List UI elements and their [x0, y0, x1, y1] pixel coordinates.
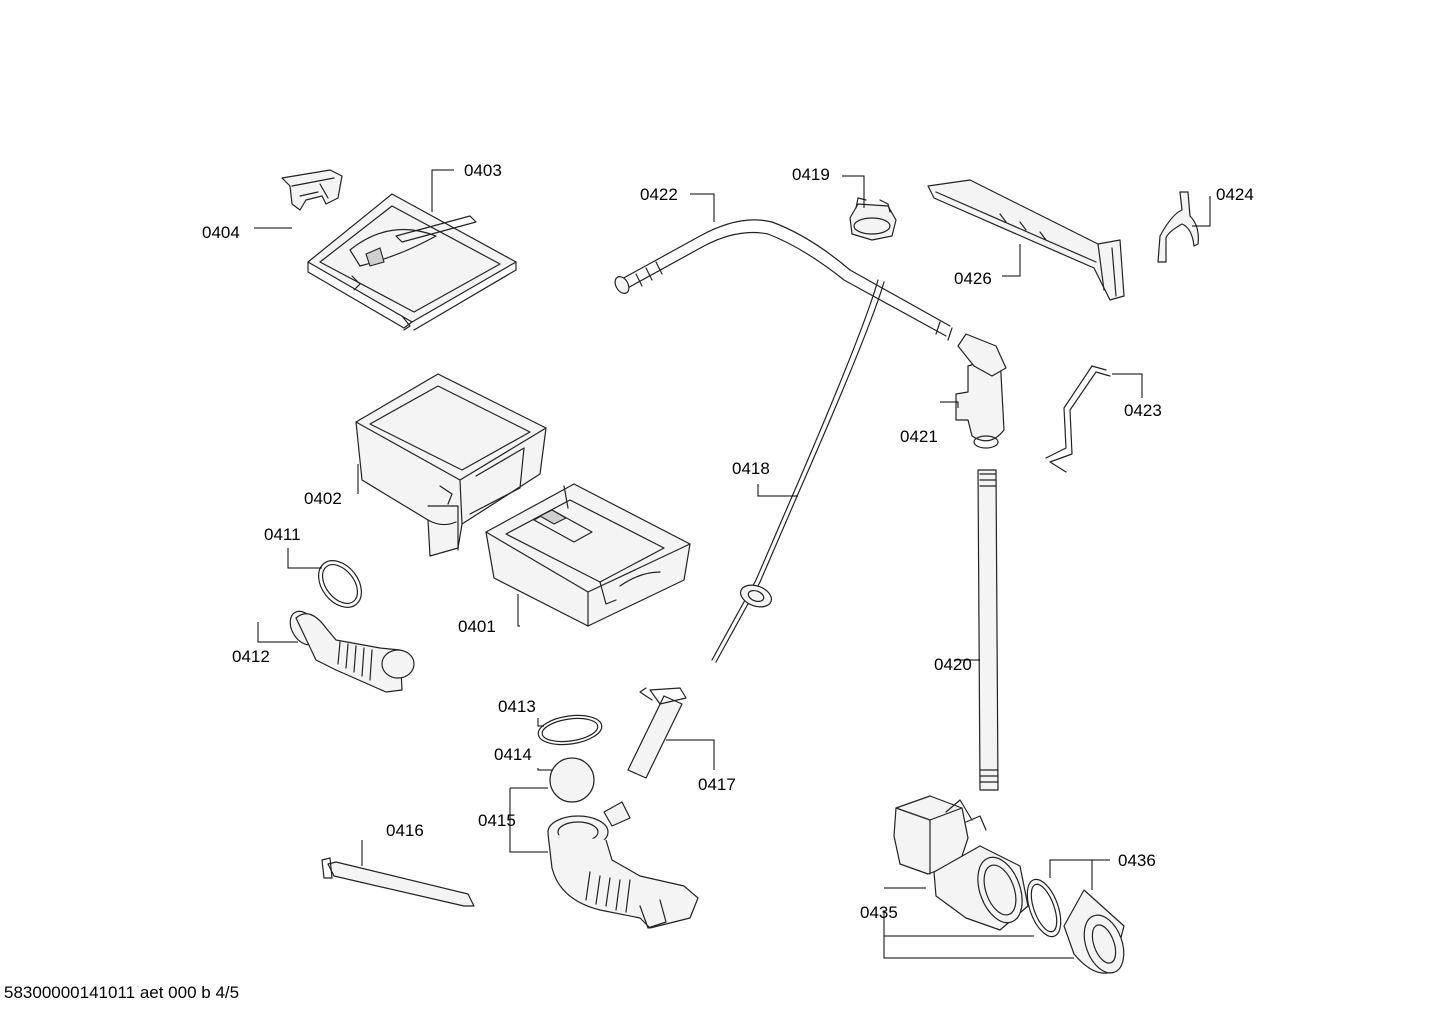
- part-0418-pressure-tube: [711, 279, 885, 663]
- part-0404-clip: [281, 169, 343, 211]
- label-0417: 0417: [698, 775, 736, 794]
- part-0416-hose: [321, 857, 475, 907]
- part-0413-seal-ring: [537, 714, 603, 746]
- part-0412-bellows-hose: [289, 610, 415, 693]
- label-0416: 0416: [386, 821, 424, 840]
- label-0435: 0435: [860, 903, 898, 922]
- part-0419-cap: [849, 197, 897, 241]
- part-0403-dispenser-frame: [307, 193, 517, 331]
- label-0411: 0411: [264, 525, 301, 544]
- leader-lines: [254, 169, 1211, 959]
- label-0423: 0423: [1124, 401, 1162, 420]
- part-0414-ball: [549, 757, 595, 803]
- label-0426: 0426: [954, 269, 992, 288]
- label-0414: 0414: [494, 745, 532, 764]
- part-0417-sensor: [627, 687, 687, 779]
- part-0421-air-chamber: [955, 333, 1007, 449]
- part-0402-dispenser-housing: [355, 373, 547, 557]
- document-reference-footer: 58300000141011 aet 000 b 4/5: [4, 983, 239, 1002]
- label-0413: 0413: [498, 697, 536, 716]
- label-0415: 0415: [478, 811, 516, 830]
- part-0423-bent-rod: [1045, 365, 1111, 473]
- label-0404: 0404: [202, 223, 240, 242]
- label-0402: 0402: [304, 489, 342, 508]
- label-0401: 0401: [458, 617, 496, 636]
- part-0401-detergent-drawer: [485, 483, 691, 627]
- label-0403: 0403: [464, 161, 502, 180]
- part-0426-rail: [927, 179, 1125, 301]
- label-0424: 0424: [1216, 185, 1254, 204]
- label-0419: 0419: [792, 165, 830, 184]
- label-0420: 0420: [934, 655, 972, 674]
- part-0424-fork-clip: [1157, 191, 1199, 263]
- part-labels: 0403 0404 0402 0411 0412 0401 0413 0414 …: [202, 161, 1254, 922]
- part-0436-seal-and-filter: [1026, 878, 1125, 974]
- label-0412: 0412: [232, 647, 270, 666]
- part-0420-drain-hose: [977, 469, 999, 791]
- label-0422: 0422: [640, 185, 678, 204]
- part-0435-drain-pump: [893, 795, 1029, 931]
- part-0415-sump-hose: [547, 801, 699, 929]
- part-0411-seal-ring: [318, 560, 362, 608]
- part-0422-bent-hose: [614, 219, 953, 341]
- label-0436: 0436: [1118, 851, 1156, 870]
- label-0421: 0421: [900, 427, 938, 446]
- label-0418: 0418: [732, 459, 770, 478]
